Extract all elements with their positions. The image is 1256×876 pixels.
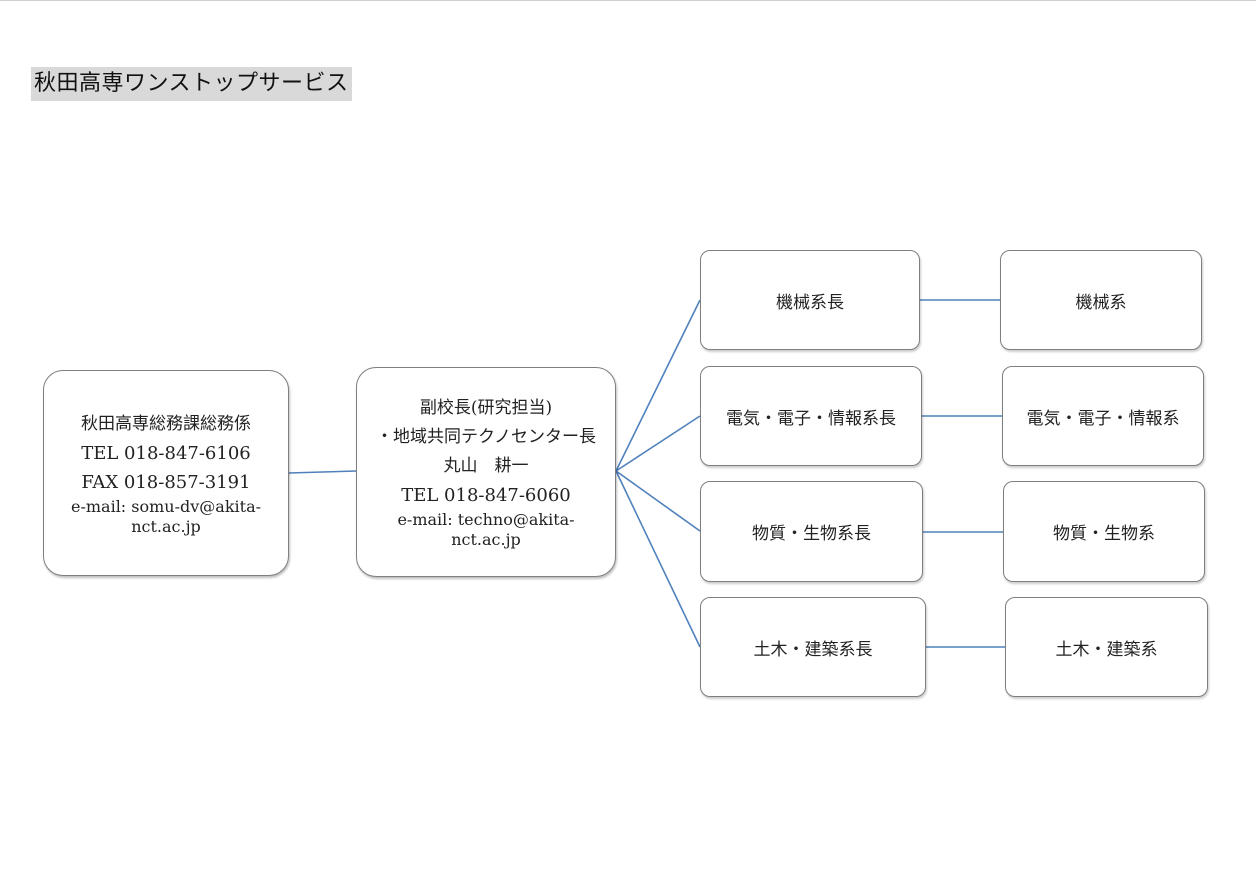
connector-vice-to-electrical-head [615,415,701,472]
vice-principal-subtitle: ・地域共同テクノセンター長 [376,427,596,447]
vice-principal-box: 副校長(研究担当) ・地域共同テクノセンター長 丸山 耕一 TEL 018-84… [356,367,616,577]
vice-principal-name: 丸山 耕一 [443,456,529,476]
mechanical-head-box: 機械系長 [700,250,920,350]
electrical-dept-label: 電気・電子・情報系 [1026,408,1180,429]
connector-vice-to-materials-head [615,470,701,532]
electrical-dept-box: 電気・電子・情報系 [1002,366,1204,466]
vice-principal-tel: TEL 018-847-6060 [401,485,571,506]
materials-head-box: 物質・生物系長 [700,481,923,582]
materials-dept-box: 物質・生物系 [1003,481,1205,582]
connector-vice-to-mechanical-head [615,299,701,472]
general-affairs-fax: FAX 018-857-3191 [81,471,251,493]
general-affairs-dept: 秋田高専総務課総務係 [81,413,251,434]
connector-general-to-vice [288,470,357,474]
page-title: 秋田高専ワンストップサービス [31,67,352,101]
electrical-head-label: 電気・電子・情報系長 [726,408,896,429]
materials-dept-label: 物質・生物系 [1053,524,1155,544]
civil-head-label: 土木・建築系長 [753,639,873,660]
mechanical-dept-label: 機械系 [1075,292,1127,313]
general-affairs-email-line2: nct.ac.jp [131,516,201,536]
mechanical-dept-box: 機械系 [1000,250,1202,350]
vice-principal-email-line2: nct.ac.jp [451,530,521,549]
electrical-head-box: 電気・電子・情報系長 [700,366,922,466]
civil-dept-label: 土木・建築系 [1055,639,1158,660]
mechanical-head-label: 機械系長 [776,292,844,313]
general-affairs-box: 秋田高専総務課総務係 TEL 018-847-6106 FAX 018-857-… [43,370,289,576]
vice-principal-email-line1: e-mail: techno@akita- [397,510,575,529]
civil-head-box: 土木・建築系長 [700,597,926,697]
general-affairs-email-line1: e-mail: somu-dv@akita- [70,496,262,516]
civil-dept-box: 土木・建築系 [1005,597,1208,697]
vice-principal-title: 副校長(研究担当) [419,398,553,418]
materials-head-label: 物質・生物系長 [752,524,871,544]
connector-vice-to-civil-head [615,470,701,648]
top-divider [0,0,1256,1]
general-affairs-tel: TEL 018-847-6106 [81,442,251,464]
